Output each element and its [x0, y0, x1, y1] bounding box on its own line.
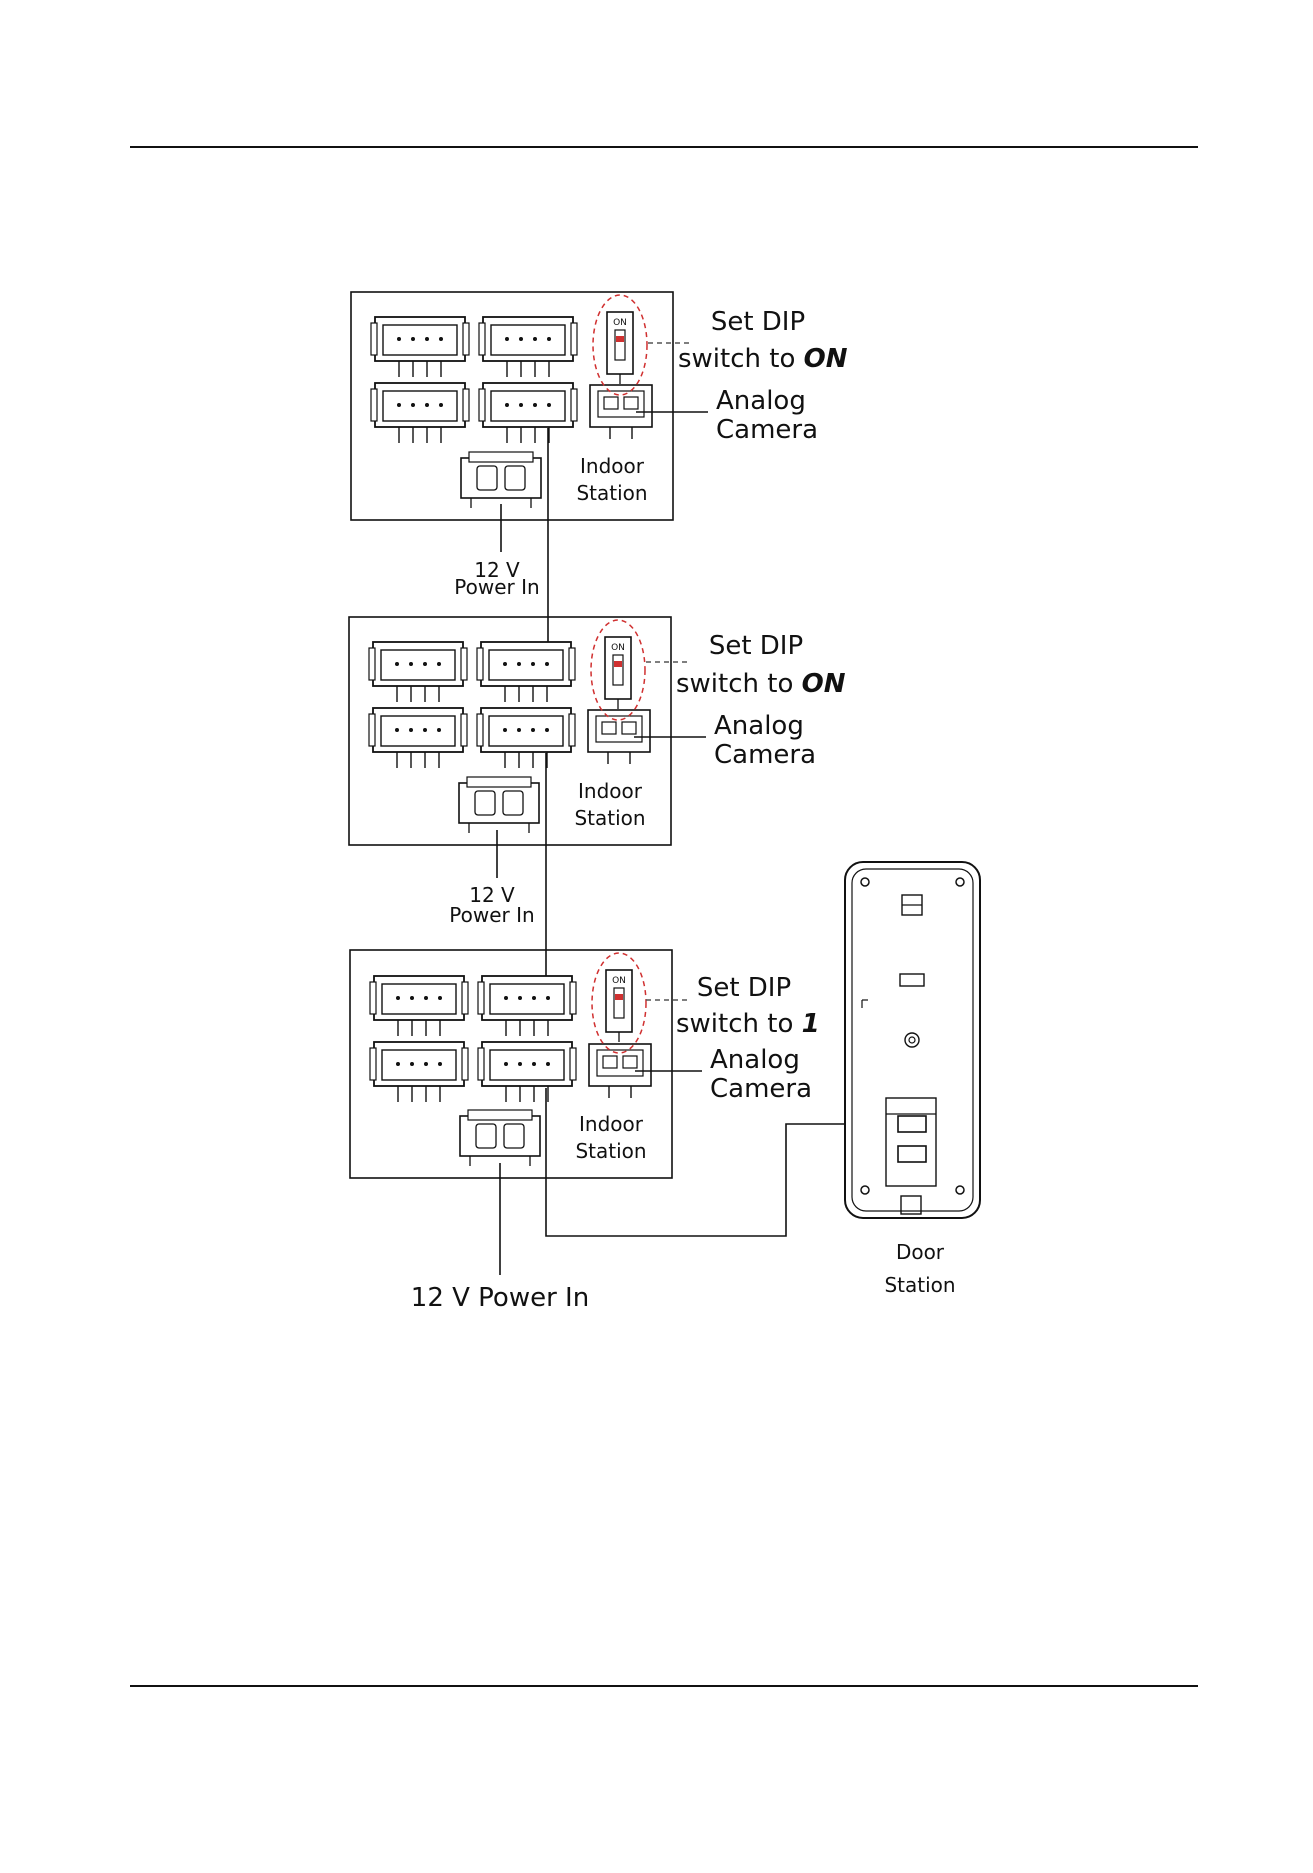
dip-label-1: Set DIP [711, 307, 805, 337]
svg-text:ON: ON [612, 976, 626, 986]
indoor-label-1b: Station [576, 481, 647, 505]
dip-label-3: Set DIP [697, 973, 791, 1003]
indoor-label-2b: Station [574, 806, 645, 830]
dip-instruction-1: switch to ON [678, 344, 848, 374]
indoor-label-3: Indoor [579, 1112, 644, 1136]
dip-instruction-3: switch to 1 [676, 1009, 820, 1039]
dip-switch: ON [605, 637, 631, 709]
camera-label-3: Analog [710, 1045, 800, 1075]
dip-switch: ON [607, 312, 633, 384]
door-station-label-b: Station [884, 1273, 955, 1297]
camera-label-2b: Camera [714, 740, 816, 770]
dip-switch: ON [606, 970, 632, 1042]
indoor-label-1: Indoor [580, 454, 645, 478]
final-power-label: 12 V Power In [411, 1283, 589, 1313]
indoor-label-3b: Station [575, 1139, 646, 1163]
camera-label-3b: Camera [710, 1074, 812, 1104]
camera-label-1: Analog [716, 386, 806, 416]
dip-label-2: Set DIP [709, 631, 803, 661]
door-station-device [845, 862, 980, 1218]
svg-text:ON: ON [613, 318, 627, 328]
power-label-1b: Power In [454, 575, 539, 599]
camera-label-1b: Camera [716, 415, 818, 445]
door-station-label: Door [896, 1240, 945, 1264]
dip-instruction-2: switch to ON [676, 669, 846, 699]
camera-label-2: Analog [714, 711, 804, 741]
indoor-label-2: Indoor [578, 779, 643, 803]
power-label-2b: Power In [449, 903, 534, 927]
svg-text:ON: ON [611, 643, 625, 653]
